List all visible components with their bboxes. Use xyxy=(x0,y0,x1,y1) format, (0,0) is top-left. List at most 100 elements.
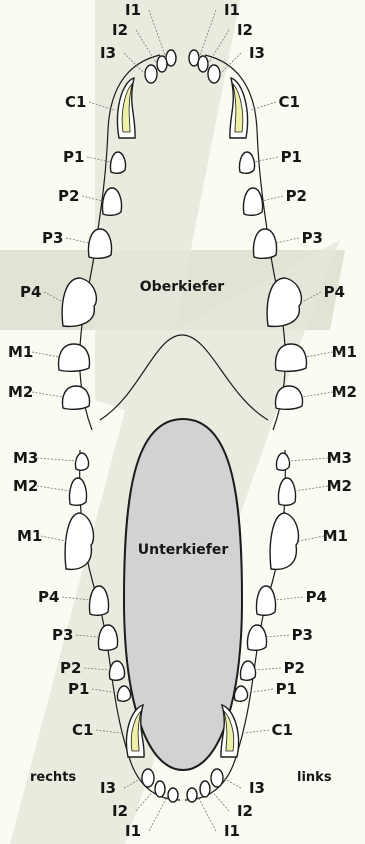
tooth-upper-right-p1-4 xyxy=(110,152,125,173)
tooth-upper-left-p1-4 xyxy=(239,152,254,173)
leader-upper-left-p1-4 xyxy=(254,157,278,162)
label-upper-left-c1-3: C1 xyxy=(279,93,300,111)
tooth-upper-right-p2-5 xyxy=(102,188,121,215)
label-lower-left-c1-7: C1 xyxy=(272,721,293,739)
tooth-upper-right-p4-7 xyxy=(62,278,96,326)
label-upper-left-m2-9: M2 xyxy=(332,383,357,401)
tooth-upper-right-m1-8 xyxy=(59,344,90,371)
label-upper-right-i1-0: I1 xyxy=(125,1,141,19)
leader-upper-left-p2-5 xyxy=(262,196,283,201)
label-lower-right-i3-8: I3 xyxy=(100,779,116,797)
tooth-lower-left-p3-4 xyxy=(247,625,266,650)
label-upper-left-m1-8: M1 xyxy=(332,343,357,361)
tooth-lower-left-p2-5 xyxy=(240,661,255,680)
tooth-lower-right-m1-2 xyxy=(65,513,93,569)
tooth-upper-right-m2-9 xyxy=(63,386,90,409)
label-upper-right-m2-9: M2 xyxy=(8,383,33,401)
tooth-lower-left-i1-10 xyxy=(187,788,197,802)
label-upper-left-i1-0: I1 xyxy=(224,1,240,19)
leader-lower-left-p2-5 xyxy=(255,668,281,670)
leader-lower-right-m1-2 xyxy=(41,536,66,541)
lower-jaw-label: Unterkiefer xyxy=(138,542,229,558)
leader-lower-right-m3-0 xyxy=(37,458,76,461)
tooth-upper-left-p4-7 xyxy=(267,278,301,326)
tooth-upper-right-i2-1 xyxy=(157,56,167,72)
leader-upper-left-m2-9 xyxy=(302,392,333,397)
tooth-lower-left-p1-6 xyxy=(234,686,247,701)
label-lower-right-m1-2: M1 xyxy=(17,527,42,545)
leader-lower-left-c1-7 xyxy=(244,730,269,733)
label-lower-right-p3-4: P3 xyxy=(52,626,73,644)
tooth-lower-right-p1-6 xyxy=(117,686,130,701)
label-upper-right-p1-4: P1 xyxy=(63,148,84,166)
tooth-lower-left-p4-3 xyxy=(256,586,275,615)
label-lower-left-p3-4: P3 xyxy=(292,626,313,644)
tooth-lower-right-m2-1 xyxy=(69,478,86,505)
label-lower-left-i2-9: I2 xyxy=(237,802,253,820)
label-lower-left-i1-10: I1 xyxy=(224,822,240,840)
tooth-upper-right-p3-6 xyxy=(88,229,111,258)
tooth-lower-left-i3-8 xyxy=(211,769,223,787)
tooth-upper-left-p3-6 xyxy=(253,229,276,258)
tooth-lower-left-m3-0 xyxy=(276,453,289,470)
leader-lower-left-m1-2 xyxy=(299,536,324,541)
label-upper-left-p3-6: P3 xyxy=(302,229,323,247)
leader-upper-right-m2-9 xyxy=(32,392,63,397)
label-upper-right-i2-1: I2 xyxy=(112,21,128,39)
tooth-lower-right-i2-9 xyxy=(155,781,165,797)
label-upper-left-p2-5: P2 xyxy=(286,187,307,205)
label-lower-left-p2-5: P2 xyxy=(284,659,305,677)
label-upper-left-i2-1: I2 xyxy=(237,21,253,39)
side-label-left: links xyxy=(297,770,332,785)
tooth-upper-left-m1-8 xyxy=(276,344,307,371)
leader-lower-right-i1-10 xyxy=(149,795,168,831)
label-upper-right-p2-5: P2 xyxy=(58,187,79,205)
tooth-upper-right-i3-2 xyxy=(145,65,157,83)
label-lower-right-m2-1: M2 xyxy=(13,477,38,495)
tooth-lower-right-p3-4 xyxy=(98,625,117,650)
label-lower-right-i1-10: I1 xyxy=(125,822,141,840)
label-lower-right-p4-3: P4 xyxy=(38,588,59,606)
tooth-upper-left-i2-1 xyxy=(198,56,208,72)
leader-upper-left-p3-6 xyxy=(276,238,299,243)
label-lower-right-m3-0: M3 xyxy=(13,449,38,467)
label-upper-right-p4-7: P4 xyxy=(20,283,41,301)
label-lower-left-i3-8: I3 xyxy=(249,779,265,797)
label-upper-right-i3-2: I3 xyxy=(100,44,116,62)
leader-lower-left-p3-4 xyxy=(266,635,289,637)
label-lower-left-m1-2: M1 xyxy=(323,527,348,545)
side-label-right: rechts xyxy=(30,770,76,785)
label-upper-left-p1-4: P1 xyxy=(281,148,302,166)
leader-lower-left-i1-10 xyxy=(197,795,216,831)
label-upper-right-m1-8: M1 xyxy=(8,343,33,361)
upper-jaw-label: Oberkiefer xyxy=(140,279,225,295)
tooth-lower-left-m2-1 xyxy=(278,478,295,505)
tooth-upper-left-m2-9 xyxy=(276,386,303,409)
label-lower-left-m2-1: M2 xyxy=(327,477,352,495)
label-lower-right-p2-5: P2 xyxy=(60,659,81,677)
label-lower-right-c1-7: C1 xyxy=(72,721,93,739)
leader-upper-left-c1-3 xyxy=(251,102,276,110)
tooth-upper-left-p2-5 xyxy=(243,188,262,215)
leader-lower-left-m3-0 xyxy=(289,458,328,461)
label-lower-left-m3-0: M3 xyxy=(327,449,352,467)
leader-lower-left-i2-9 xyxy=(210,789,229,811)
tooth-lower-right-i3-8 xyxy=(142,769,154,787)
tooth-lower-right-p4-3 xyxy=(89,586,108,615)
tooth-lower-right-p2-5 xyxy=(109,661,124,680)
leader-upper-left-m1-8 xyxy=(306,352,333,357)
tooth-lower-right-m3-0 xyxy=(75,453,88,470)
leader-upper-right-p3-6 xyxy=(66,238,89,243)
tooth-lower-left-i2-9 xyxy=(200,781,210,797)
label-upper-right-c1-3: C1 xyxy=(65,93,86,111)
tooth-lower-right-i1-10 xyxy=(168,788,178,802)
label-upper-left-p4-7: P4 xyxy=(324,283,345,301)
leader-upper-right-m1-8 xyxy=(32,352,59,357)
label-upper-left-i3-2: I3 xyxy=(249,44,265,62)
leader-lower-left-i3-8 xyxy=(223,778,241,788)
label-lower-right-p1-6: P1 xyxy=(68,680,89,698)
tooth-upper-left-i3-2 xyxy=(208,65,220,83)
leader-lower-left-m2-1 xyxy=(295,486,328,491)
